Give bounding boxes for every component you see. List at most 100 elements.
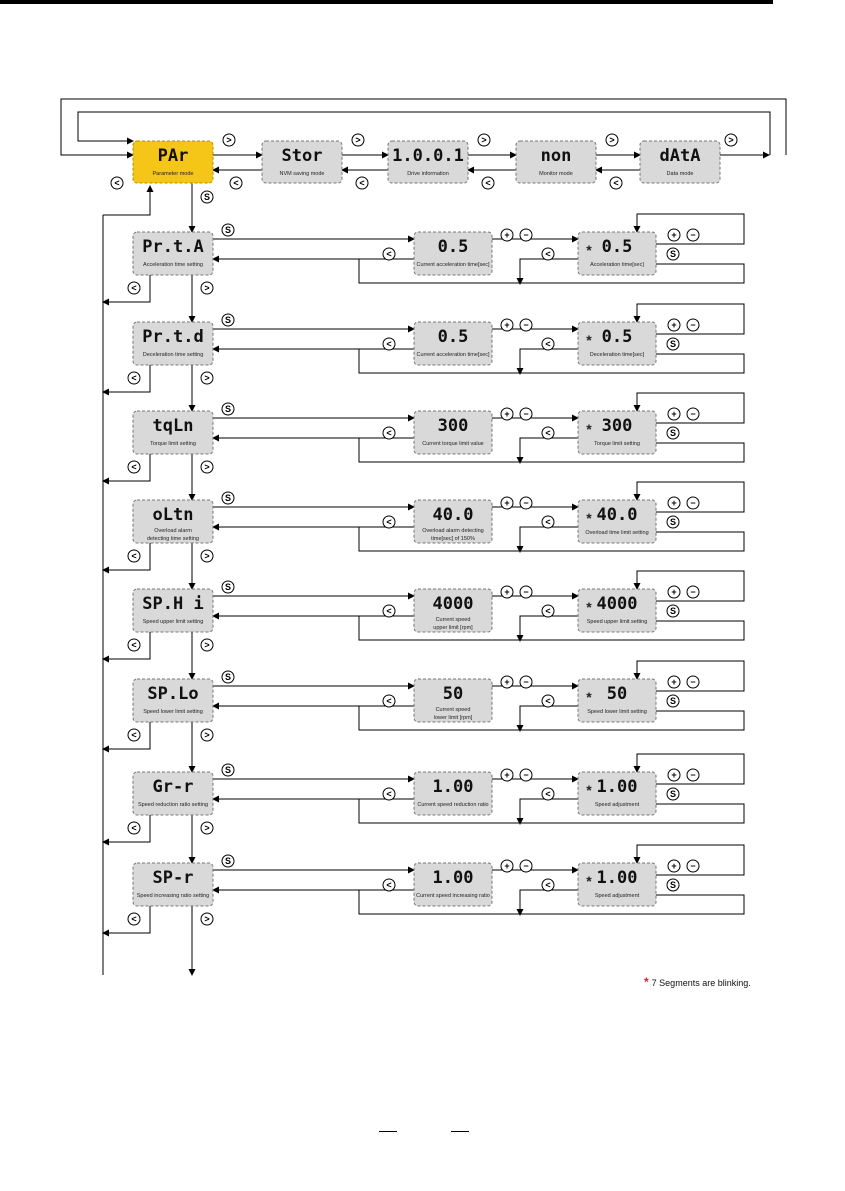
param-row-5-next-button[interactable]: > <box>200 728 214 742</box>
param-row-6-minus-button[interactable]: − <box>519 768 533 782</box>
param-row-4-back-button[interactable]: < <box>382 604 396 618</box>
param-row-7-edit-minus-button[interactable]: − <box>686 859 700 873</box>
param-row-1-set-button[interactable]: S <box>221 313 235 327</box>
param-row-7-set-button[interactable]: S <box>221 854 235 868</box>
param-row-7-back-button[interactable]: < <box>382 878 396 892</box>
param-row-5-edit-minus-button[interactable]: − <box>686 675 700 689</box>
param-row-2-next-button[interactable]: > <box>200 460 214 474</box>
param-row-7-next-button[interactable]: > <box>200 912 214 926</box>
param-row-3-edit-plus-button[interactable]: + <box>667 496 681 510</box>
mode-prev-button[interactable]: < <box>355 176 369 190</box>
param-row-6-plus-button[interactable]: + <box>500 768 514 782</box>
param-row-3-exit-button[interactable]: < <box>127 549 141 563</box>
param-row-6-edit-minus-button[interactable]: − <box>686 768 700 782</box>
param-row-3-save-button[interactable]: S <box>666 515 680 529</box>
param-row-1-edit-plus-button[interactable]: + <box>667 318 681 332</box>
param-row-4-save-button[interactable]: S <box>666 604 680 618</box>
param-row-6-exit-button[interactable]: < <box>127 821 141 835</box>
param-row-4-exit-button[interactable]: < <box>127 638 141 652</box>
param-row-5-plus-button[interactable]: + <box>500 675 514 689</box>
param-row-3-next-button[interactable]: > <box>200 549 214 563</box>
mode-prev-button[interactable]: < <box>481 176 495 190</box>
param-row-7-exit-button[interactable]: < <box>127 912 141 926</box>
param-row-0-edit-plus-button[interactable]: + <box>667 228 681 242</box>
param-row-2-back-button[interactable]: < <box>382 426 396 440</box>
param-row-4-next-button[interactable]: > <box>200 638 214 652</box>
param-row-7-edit-plus-button[interactable]: + <box>667 859 681 873</box>
param-row-2-edit-plus-button[interactable]: + <box>667 407 681 421</box>
param-row-2-save-button[interactable]: S <box>666 426 680 440</box>
param-row-0-edit-back-button[interactable]: < <box>541 247 555 261</box>
param-row-5-minus-button[interactable]: − <box>519 675 533 689</box>
mode-prev-button[interactable]: < <box>609 176 623 190</box>
param-row-5-back-button[interactable]: < <box>382 694 396 708</box>
param-row-0-save-button[interactable]: S <box>666 247 680 261</box>
mode-next-button[interactable]: > <box>222 133 236 147</box>
param-row-1-edit-minus-button[interactable]: − <box>686 318 700 332</box>
mode-next-button[interactable]: > <box>724 133 738 147</box>
param-row-2-edit-back-button[interactable]: < <box>541 426 555 440</box>
param-row-5-edit-back-button[interactable]: < <box>541 694 555 708</box>
param-row-5-edit-plus-button[interactable]: + <box>667 675 681 689</box>
param-row-5-save-button[interactable]: S <box>666 694 680 708</box>
param-row-6-save-button[interactable]: S <box>666 787 680 801</box>
mode-next-button[interactable]: > <box>605 133 619 147</box>
param-row-2-plus-button[interactable]: + <box>500 407 514 421</box>
param-row-3-set-button[interactable]: S <box>221 491 235 505</box>
param-row-0-exit-button[interactable]: < <box>127 281 141 295</box>
param-row-6-back-button[interactable]: < <box>382 787 396 801</box>
param-row-3-minus-button[interactable]: − <box>519 496 533 510</box>
param-row-4-set-button[interactable]: S <box>221 580 235 594</box>
param-row-0-back-button[interactable]: < <box>382 247 396 261</box>
param-row-1-back-button[interactable]: < <box>382 337 396 351</box>
param-row-0-next-button[interactable]: > <box>200 281 214 295</box>
param-row-1-plus-button[interactable]: + <box>500 318 514 332</box>
enter-param-set-button[interactable]: S <box>200 190 214 204</box>
param-row-3-plus-button[interactable]: + <box>500 496 514 510</box>
param-row-1-edit-back-button[interactable]: < <box>541 337 555 351</box>
param-row-1-minus-button[interactable]: − <box>519 318 533 332</box>
param-row-0-minus-button[interactable]: − <box>519 228 533 242</box>
param-row-7-plus-button[interactable]: + <box>500 859 514 873</box>
param-row-1-save-button[interactable]: S <box>666 337 680 351</box>
param-row-2-minus-button[interactable]: − <box>519 407 533 421</box>
param-row-0-plus-button[interactable]: + <box>500 228 514 242</box>
param-row-2-exit-button[interactable]: < <box>127 460 141 474</box>
param-row-2-set-button[interactable]: S <box>221 402 235 416</box>
param-row-2-edit-minus-button[interactable]: − <box>686 407 700 421</box>
param-row-5-exit-button[interactable]: < <box>127 728 141 742</box>
param-row-4-edit-minus-button[interactable]: − <box>686 585 700 599</box>
param-row-6-edit-back-button[interactable]: < <box>541 787 555 801</box>
param-row-1-next-button[interactable]: > <box>200 371 214 385</box>
mode-prev-button[interactable]: < <box>229 176 243 190</box>
param-row-3-edit-minus-button[interactable]: − <box>686 496 700 510</box>
param-row-1-exit-button[interactable]: < <box>127 371 141 385</box>
mode-prev-button[interactable]: < <box>110 176 124 190</box>
param-row-0-edit-minus-button[interactable]: − <box>686 228 700 242</box>
param-row-0-set-button[interactable]: S <box>221 223 235 237</box>
